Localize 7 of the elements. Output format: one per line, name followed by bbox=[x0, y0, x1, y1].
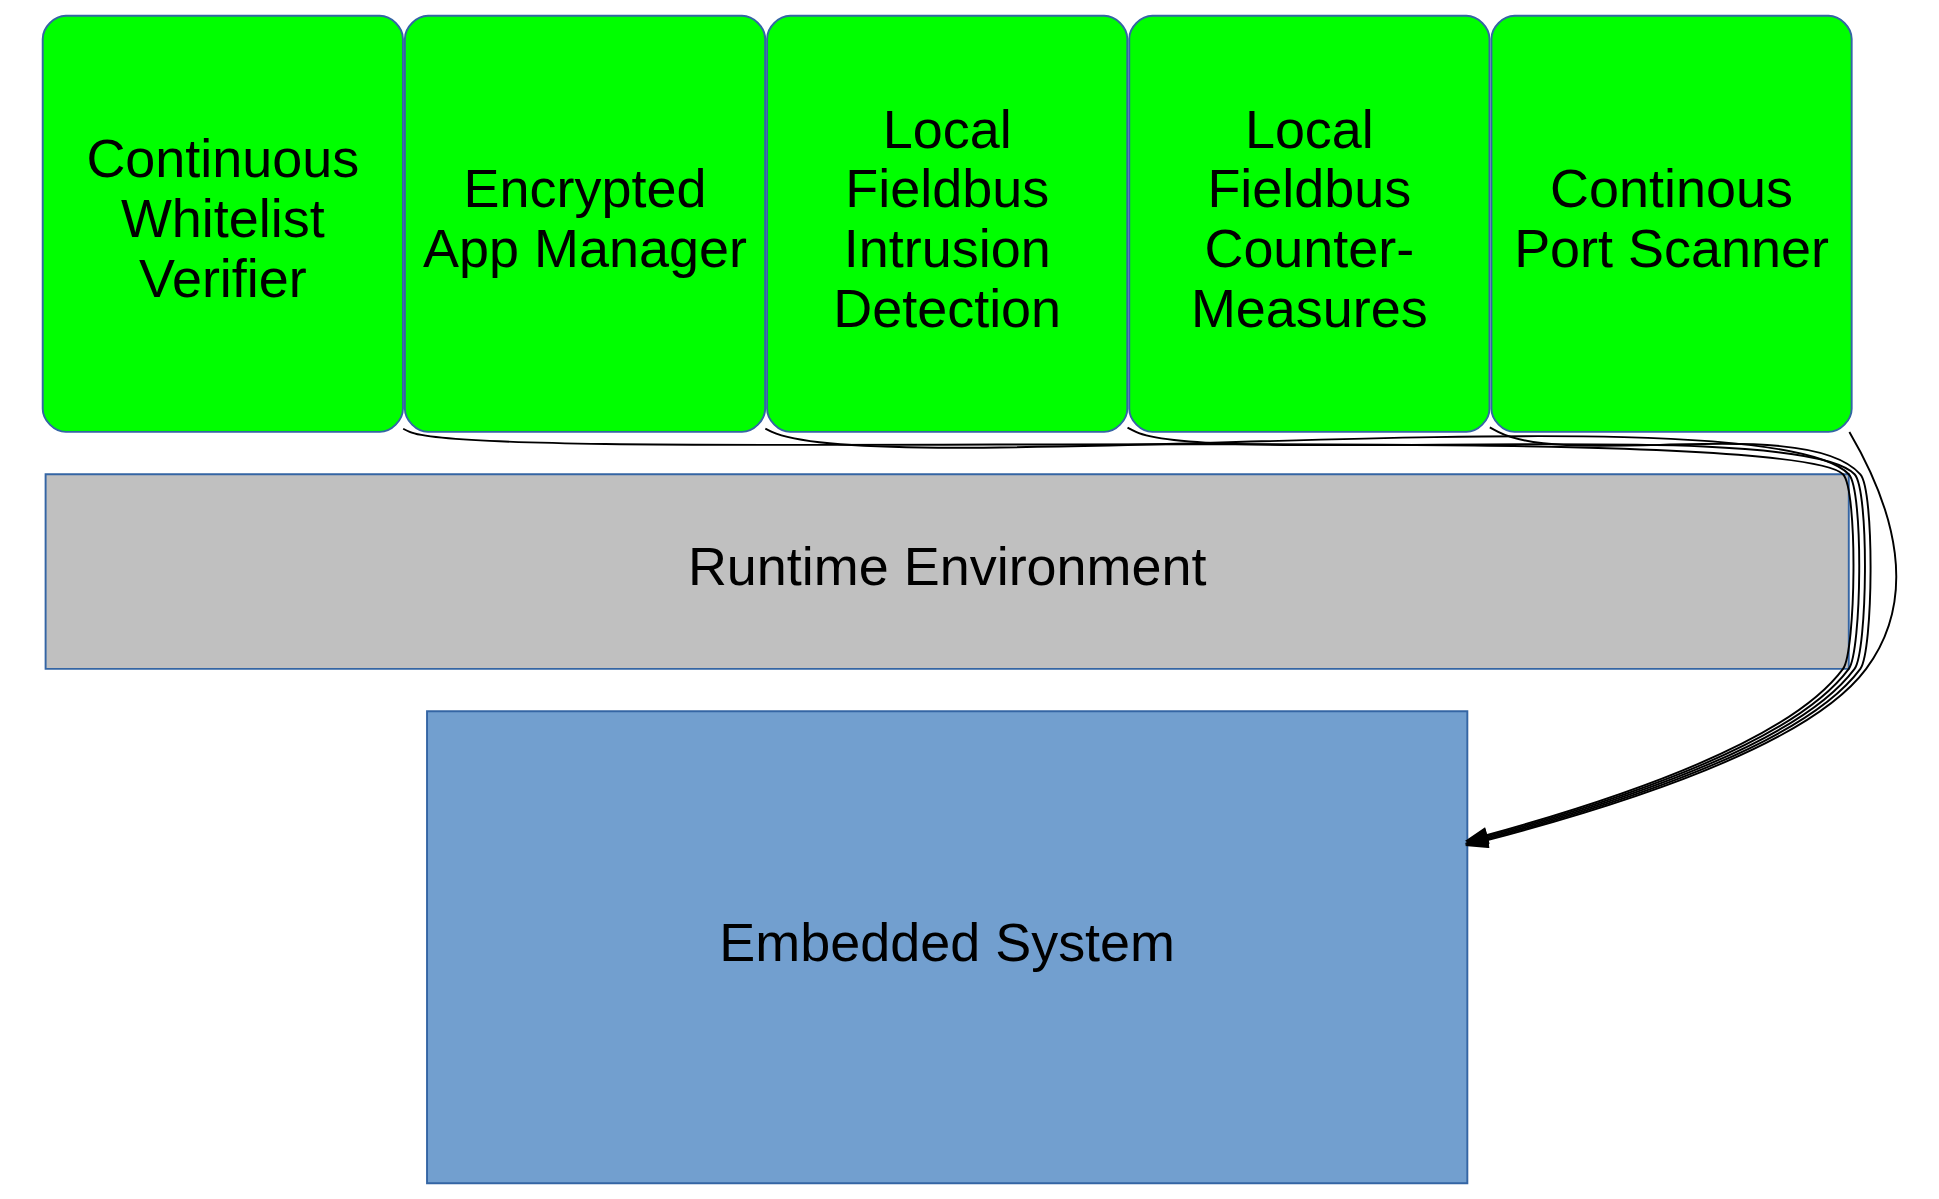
node-box: Embedded System bbox=[425, 710, 1468, 1185]
node-box: Local Fieldbus Intrusion Detection bbox=[765, 14, 1128, 433]
node-box: Runtime Environment bbox=[44, 473, 1850, 670]
node-box: Local Fieldbus Counter-Measures bbox=[1127, 14, 1490, 433]
node-box: Continuous Whitelist Verifier bbox=[41, 14, 404, 433]
node-box: Encrypted App Manager bbox=[403, 14, 766, 433]
node-box: Continous Port Scanner bbox=[1489, 14, 1853, 433]
